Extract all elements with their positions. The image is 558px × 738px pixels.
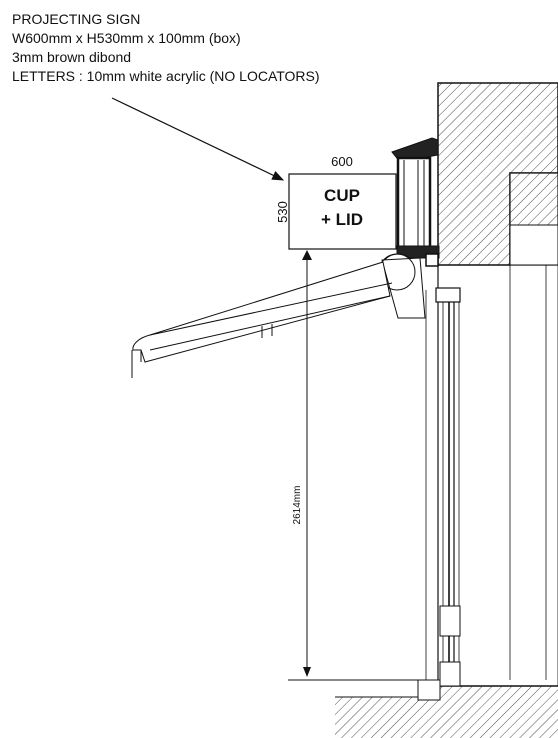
fascia-bracket: [391, 137, 440, 267]
leader-arrow: [111, 97, 285, 181]
ground-slab: [288, 679, 558, 738]
sign-height-label: 530: [275, 201, 290, 223]
sign-width-label: 600: [331, 154, 353, 169]
upper-wall: [437, 82, 558, 290]
awning-arm: [131, 261, 393, 378]
annotation-title: PROJECTING SIGN: [12, 11, 140, 27]
clearance-label: 2614mm: [292, 486, 303, 525]
annotation-letters: LETTERS : 10mm white acrylic (NO LOCATOR…: [12, 68, 320, 84]
annotation-dimensions: W600mm x H530mm x 100mm (box): [12, 30, 241, 46]
annotation-material: 3mm brown dibond: [12, 49, 131, 65]
projecting-sign: CUP + LID: [288, 173, 397, 250]
shopfront-frame: [425, 265, 558, 687]
sign-text-line2: + LID: [321, 210, 363, 229]
clearance-dimension: 2614mm: [288, 250, 420, 681]
sign-text-line1: CUP: [324, 186, 360, 205]
annotation-block: PROJECTING SIGN W600mm x H530mm x 100mm …: [12, 11, 320, 84]
awning-housing: [378, 253, 426, 319]
